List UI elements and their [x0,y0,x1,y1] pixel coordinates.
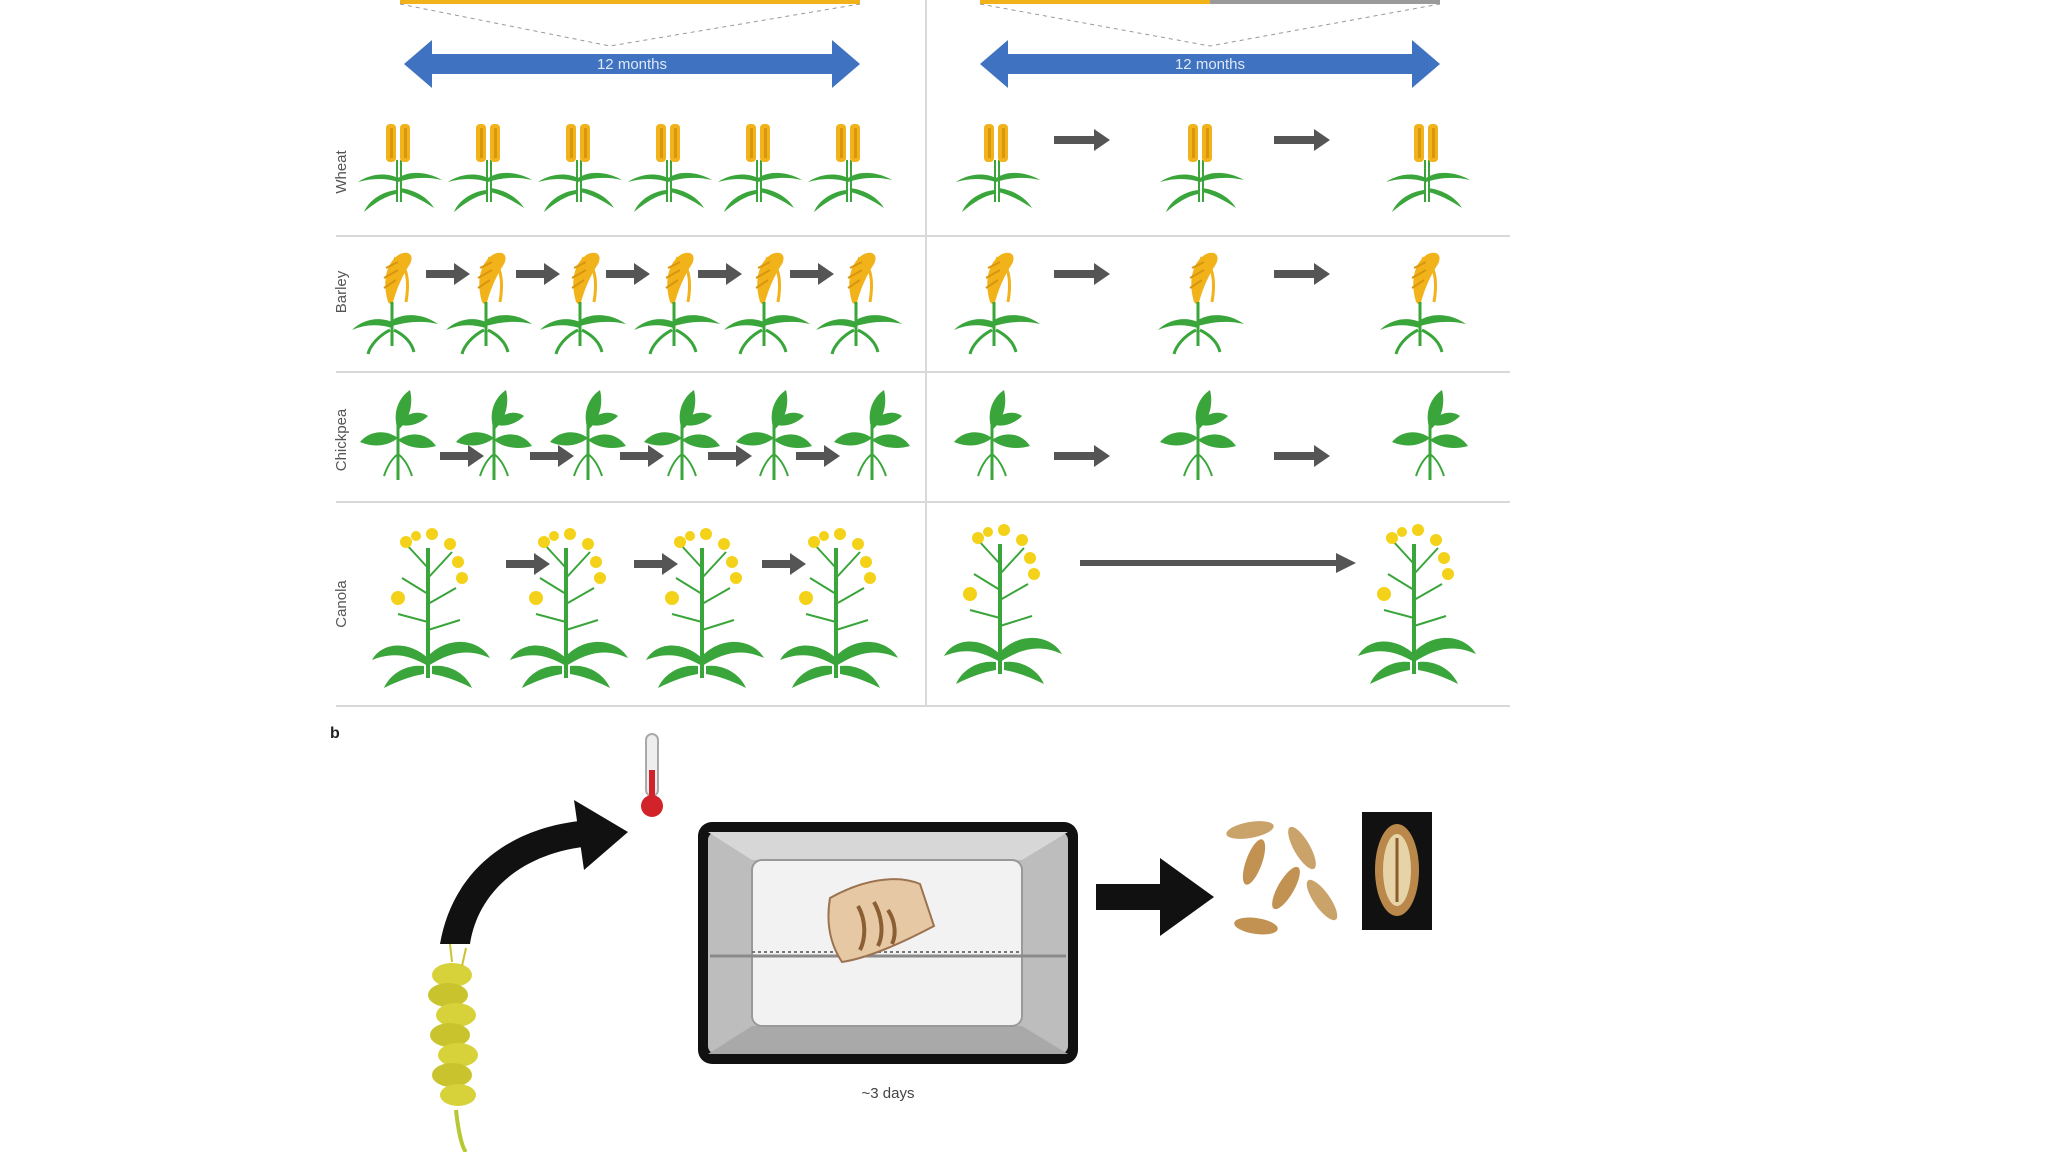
barley-plant-icon [814,251,904,356]
arrow-icon [1054,263,1110,285]
chickpea-plant-icon [548,388,628,482]
timeline-bar-left [400,0,860,4]
barley-plant-icon [722,251,812,356]
canola-plant-icon [644,526,766,690]
barley-plant-icon [538,251,628,356]
canola-plant-icon [778,526,900,690]
panel-b-label: b [330,725,340,742]
chickpea-plant-icon [1158,388,1238,482]
arrow-icon [1274,445,1330,467]
wheat-plant-icon [807,123,893,213]
chickpea-plant-icon [358,388,438,482]
chickpea-plant-icon [952,388,1032,482]
panel-b: b [330,725,1432,1154]
arrow-icon [1274,263,1330,285]
arrow-icon [790,263,834,285]
barley-plant-icon [350,251,440,356]
arrow-icon [762,553,806,575]
wheat-plant-icon [537,123,623,213]
arrow-icon [1054,445,1110,467]
canola-plant-icon [1356,522,1478,686]
arrow-icon [516,263,560,285]
canola-plant-icon [942,522,1064,686]
wheat-plant-icon [357,123,443,213]
arrow-icon [1054,129,1110,151]
arrow-icon [708,445,752,467]
grains-icon [1226,821,1338,935]
wheat-plant-icon [1385,123,1471,213]
wheat-plant-icon [717,123,803,213]
chickpea-row [358,388,1470,482]
barley-row [350,251,1468,356]
arrow-icon [620,445,664,467]
seed-bag-icon [827,878,936,964]
long-arrow-icon [1080,553,1356,573]
canola-plant-icon [370,526,492,690]
wheat-plant-icon [627,123,713,213]
wheat-plant-icon [1159,123,1245,213]
wheat-plant-icon [447,123,533,213]
arrow-icon [634,553,678,575]
arrow-icon [1274,129,1330,151]
duration-label-right: 12 months [1175,56,1245,73]
barley-plant-icon [1156,251,1246,356]
chickpea-plant-icon [734,388,814,482]
curved-arrow-icon [440,800,628,944]
chickpea-plant-icon [642,388,722,482]
timeline-bar-right-grey [1210,0,1440,4]
arrow-icon [440,445,484,467]
arrow-icon [606,263,650,285]
arrow-icon [506,553,550,575]
barley-plant-icon [1378,251,1468,356]
arrow-icon [426,263,470,285]
chickpea-plant-icon [832,388,912,482]
panel-a: 12 months 12 months Wheat Barley Chickpe… [333,0,1510,707]
arrow-icon [796,445,840,467]
row-label-wheat: Wheat [333,149,350,193]
oven-duration-caption: ~3 days [862,1085,915,1102]
barley-plant-icon [952,251,1042,356]
wheat-ear-icon [428,943,478,1154]
right-arrow-icon [1096,858,1214,936]
chickpea-plant-icon [454,388,534,482]
seed-section-photo [1362,812,1432,930]
wheat-plant-icon [955,123,1041,213]
oven-icon [698,822,1078,1064]
canola-plant-icon [508,526,630,690]
duration-arrow-right: 12 months [980,40,1440,88]
zoom-guide-right [979,3,1441,47]
duration-arrow-left: 12 months [404,40,860,88]
thermometer-icon [641,733,663,817]
arrow-icon [530,445,574,467]
row-label-chickpea: Chickpea [333,408,350,471]
chickpea-plant-icon [1390,388,1470,482]
wheat-row [357,123,1471,213]
row-label-canola: Canola [333,580,350,628]
barley-plant-icon [632,251,722,356]
canola-row [370,522,1478,690]
duration-label-left: 12 months [597,56,667,73]
zoom-guide-left [399,3,861,47]
timeline-bar-right-gold [980,0,1210,4]
row-label-barley: Barley [333,270,350,313]
arrow-icon [698,263,742,285]
